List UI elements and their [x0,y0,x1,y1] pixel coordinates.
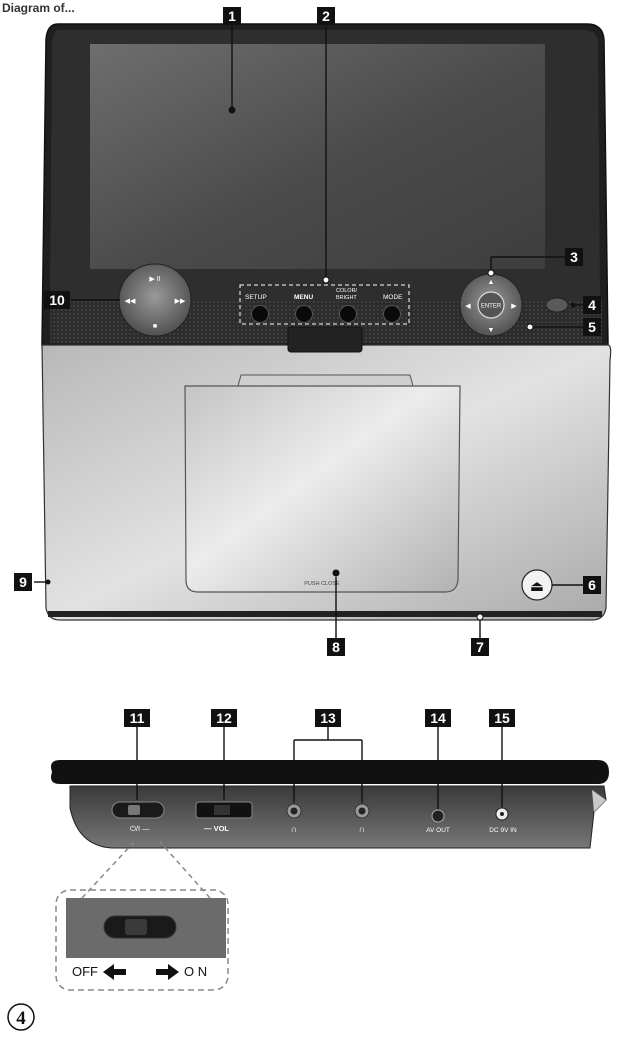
power-label: ⏻/I — [130,824,150,833]
callout-13-label: 13 [320,710,336,726]
setup-label: SETUP [245,294,267,301]
color-bright-button[interactable] [339,305,357,323]
page-number: 4 [16,1008,26,1029]
callout-12-label: 12 [216,710,232,726]
callout-5-label: 5 [588,319,596,335]
mode-label: MODE [383,294,403,301]
headphone-jack-2-hole [358,807,366,815]
detail-switch-knob [125,919,147,935]
lcd-screen [90,44,545,269]
callout-10 [44,291,70,309]
disc-lid[interactable] [184,385,461,593]
dc-in-label: DC 9V IN [489,827,517,834]
push-close-label: PUSH CLOSE [304,581,340,587]
callout-10-label: 10 [49,292,65,308]
av-out-jack[interactable] [431,809,445,823]
switch-detail: OFF O N [55,841,229,991]
volume-label: — VOL [204,824,229,833]
function-button-group [239,284,410,325]
callout-5 [583,318,601,336]
callout-14-label: 14 [430,710,446,726]
callout-1 [223,7,241,25]
av-out-label: AV OUT [426,827,450,834]
callout-8 [327,638,345,656]
on-label: O N [184,964,207,979]
side-edge-highlight [592,790,606,812]
dc-in-pin [500,812,504,816]
callout-8-label: 8 [332,639,340,655]
stop-icon[interactable]: ■ [153,323,157,330]
callout-11 [124,709,150,727]
arrow-left-icon [103,964,126,980]
callout-11-label: 11 [130,710,145,726]
headphone-jack-1-hole [290,807,298,815]
color-bright-label-1: COLOR/ [336,288,358,294]
callout-6 [583,576,601,594]
callout-3 [565,248,583,266]
callout-6-label: 6 [588,577,596,593]
remote-sensor [545,297,569,313]
callout-7-label: 7 [476,639,484,655]
page-number-circle [7,1003,35,1031]
callout-15 [489,709,515,727]
previous-icon[interactable]: ◀◀ [125,298,136,305]
play-pause-icon[interactable]: ▶ II [149,276,160,283]
header-text: Diagram of... [2,1,75,15]
callout-12 [211,709,237,727]
hinge-latch [287,326,363,353]
right-arrow-icon[interactable]: ▶ [511,303,517,310]
enter-label: ENTER [481,304,502,310]
down-arrow-icon[interactable]: ▼ [488,327,495,334]
next-icon[interactable]: ▶▶ [175,298,186,305]
disc-lid-tab [237,374,414,387]
callout-14 [425,709,451,727]
enter-button[interactable] [477,291,505,319]
callout-15-label: 15 [494,710,510,726]
arrow-right-icon [156,964,179,980]
callout-9 [14,573,32,591]
detail-outline [55,889,229,991]
callout-9-label: 9 [19,574,27,590]
color-bright-label-2: BRIGHT [336,295,357,301]
side-lid [51,760,609,784]
navigation-pad[interactable]: ENTER ▲ ▼ ◀ ▶ [459,273,523,337]
callout-pointers [34,24,583,638]
mode-button[interactable] [383,305,401,323]
setup-button[interactable] [251,305,269,323]
play-control-wheel[interactable]: ▶ II ◀◀ ▶▶ ■ [118,263,192,337]
menu-label: MENU [294,294,313,301]
callout-4 [583,296,601,314]
headphone-1-icon: ∩ [291,824,297,834]
eject-icon[interactable]: ⏏ [530,578,544,595]
menu-button[interactable] [295,305,313,323]
off-label: OFF [72,964,98,979]
detail-connector [81,841,211,899]
callout-4-label: 4 [588,297,596,313]
callout-3-label: 3 [570,249,578,265]
power-switch-knob[interactable] [128,805,140,815]
side-view: ⏻/I — — VOL ∩ ∩ AV OUT DC 9V IN [51,727,609,849]
callout-1-label: 1 [228,8,236,24]
callout-13 [315,709,341,727]
callout-badges: 1 2 3 4 5 6 7 8 9 10 11 12 13 14 15 [14,7,601,727]
callout-2 [317,7,335,25]
callout-2-label: 2 [322,8,330,24]
side-callout-pointers [136,727,503,809]
volume-wheel-grip[interactable] [214,805,230,815]
left-arrow-icon[interactable]: ◀ [465,303,471,310]
top-view: ▶ II ◀◀ ▶▶ ■ SETUP MENU COLOR/ BRIGHT MO… [34,23,612,638]
callout-7 [471,638,489,656]
up-arrow-icon[interactable]: ▲ [488,279,495,286]
headphone-2-icon: ∩ [359,824,365,834]
